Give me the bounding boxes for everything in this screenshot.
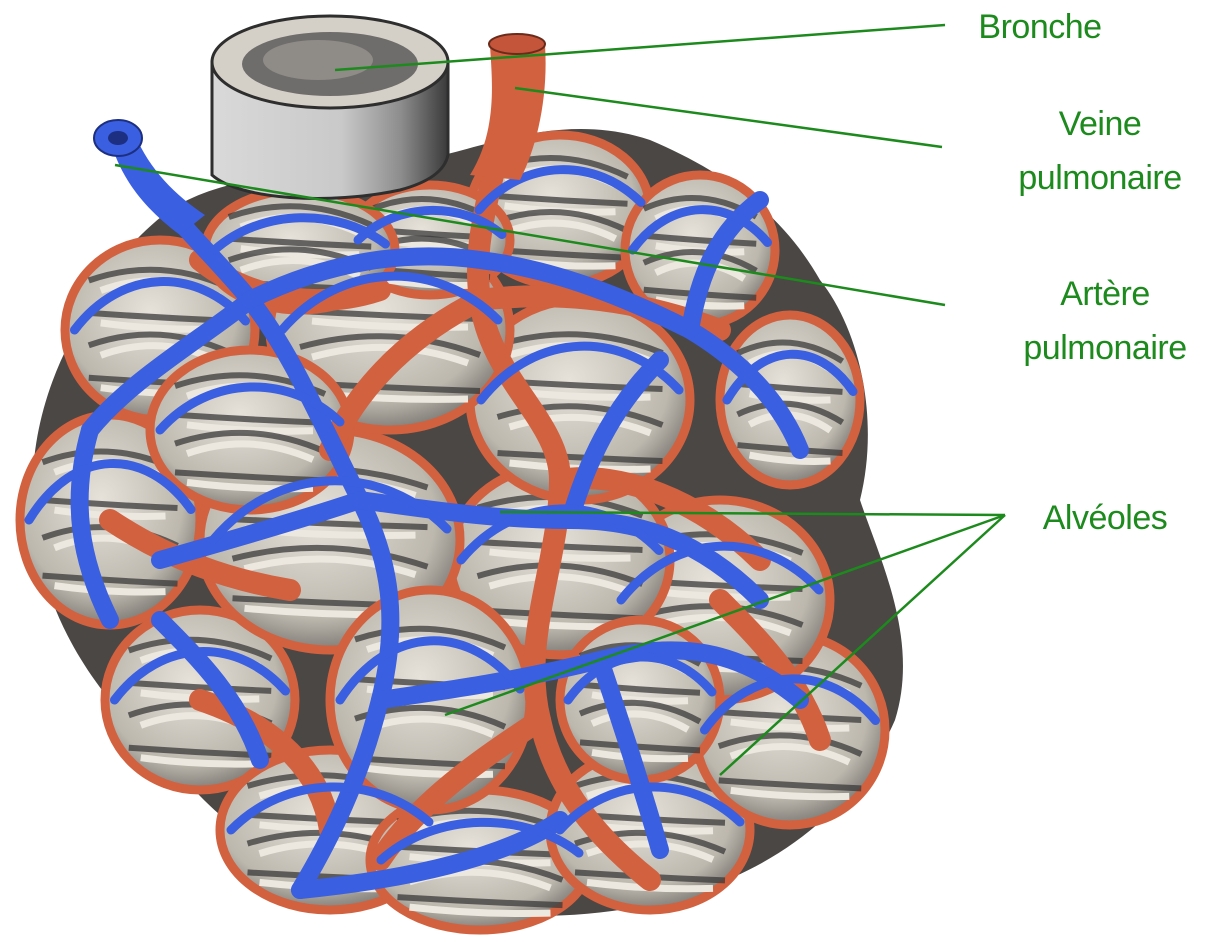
label-alveoles-text: Alvéoles: [1043, 499, 1168, 537]
label-veine-pulmonaire: Veine pulmonaire: [985, 97, 1209, 205]
label-bronche: Bronche: [940, 0, 1140, 54]
label-artere-pulmonaire: Artère pulmonaire: [990, 267, 1209, 375]
label-alveoles: Alvéoles: [1010, 491, 1200, 545]
label-artere-line1: Artère: [990, 267, 1209, 321]
alveolar-sac: [720, 315, 860, 485]
label-bronche-text: Bronche: [978, 8, 1101, 46]
label-veine-line2: pulmonaire: [985, 151, 1209, 205]
label-veine-line1: Veine: [985, 97, 1209, 151]
label-artere-line2: pulmonaire: [990, 321, 1209, 375]
bronchus: [212, 16, 448, 198]
